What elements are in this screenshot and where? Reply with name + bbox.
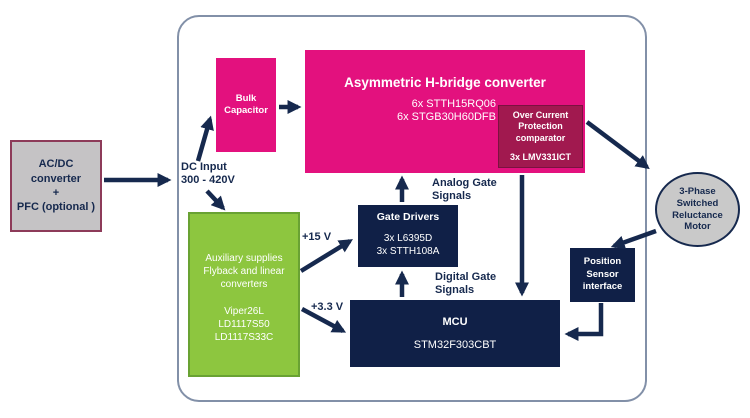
plus33v-label: +3.3 V bbox=[311, 301, 344, 313]
digital-gate-signals-label: Digital Gate Signals bbox=[435, 271, 496, 297]
dc-input-line: 300 - 420V bbox=[181, 173, 235, 186]
ocp-title-line: Over Current bbox=[512, 110, 569, 120]
gate-drivers-parts: 3x L6395D 3x STTH108A bbox=[377, 232, 440, 258]
analog-gate-signals-label: Analog Gate Signals bbox=[432, 177, 497, 203]
ocp-part: 3x LMV331ICT bbox=[509, 152, 572, 162]
mcu-part: STM32F303CBT bbox=[413, 339, 497, 351]
gate-drivers-block: Gate Drivers 3x L6395D 3x STTH108A bbox=[358, 205, 458, 267]
acdc-line: AC/DC bbox=[38, 158, 74, 171]
ocp-title-line: Protection bbox=[518, 121, 563, 132]
position-sensor-line: Position bbox=[583, 256, 622, 268]
motor-line: 3-Phase bbox=[679, 185, 716, 197]
hbridge-part: 6x STGB30H60DFB bbox=[396, 111, 496, 124]
acdc-line: converter bbox=[30, 172, 82, 185]
motor-line: Reluctance bbox=[672, 209, 723, 221]
ocp-title-line: comparator bbox=[515, 132, 566, 143]
bulk-capacitor-block: Bulk Capacitor bbox=[216, 58, 276, 152]
digital-label-line: Signals bbox=[435, 283, 475, 296]
plus15v-label: +15 V bbox=[302, 231, 332, 243]
aux-desc-line: converters bbox=[220, 279, 268, 291]
hbridge-title: Asymmetric H-bridge converter bbox=[344, 75, 546, 90]
hbridge-converter-block: Asymmetric H-bridge converter 6x STTH15R… bbox=[305, 50, 585, 173]
aux-desc-line: Flyback and linear bbox=[203, 266, 285, 278]
motor-line: Switched bbox=[676, 197, 719, 209]
bulk-capacitor-line: Bulk bbox=[235, 92, 257, 104]
aux-part: Viper26L bbox=[224, 305, 264, 317]
hbridge-parts: 6x STTH15RQ06 6x STGB30H60DFB bbox=[305, 98, 496, 125]
aux-parts: Viper26L LD1117S50 LD1117S33C bbox=[215, 305, 274, 345]
aux-desc: Auxiliary supplies Flyback and linear co… bbox=[203, 252, 284, 292]
overcurrent-protection-block: Over Current Protection comparator 3x LM… bbox=[498, 105, 583, 168]
aux-desc-line: Auxiliary supplies bbox=[205, 253, 283, 264]
position-sensor-line: interface bbox=[582, 281, 623, 293]
digital-label-line: Digital Gate bbox=[435, 271, 497, 283]
motor-line: Motor bbox=[684, 221, 711, 233]
mcu-block: MCU STM32F303CBT bbox=[350, 300, 560, 367]
gate-drivers-part: 3x STTH108A bbox=[376, 246, 440, 257]
acdc-line: PFC (optional ) bbox=[16, 201, 96, 214]
analog-label-line: Signals bbox=[432, 189, 472, 202]
acdc-converter-block: AC/DC converter + PFC (optional ) bbox=[10, 140, 102, 232]
gate-drivers-title: Gate Drivers bbox=[376, 211, 440, 223]
gate-drivers-part: 3x L6395D bbox=[383, 233, 433, 244]
acdc-line: + bbox=[52, 187, 60, 199]
dc-input-label: DC Input 300 - 420V bbox=[181, 161, 235, 187]
ocp-title: Over Current Protection comparator bbox=[513, 110, 569, 144]
auxiliary-supplies-block: Auxiliary supplies Flyback and linear co… bbox=[188, 212, 300, 377]
analog-label-line: Analog Gate bbox=[432, 177, 497, 189]
dc-input-line: DC Input bbox=[181, 161, 227, 173]
aux-part: LD1117S50 bbox=[218, 318, 270, 330]
motor-block: 3-Phase Switched Reluctance Motor bbox=[655, 172, 740, 247]
mcu-title: MCU bbox=[442, 316, 468, 328]
hbridge-part: 6x STTH15RQ06 bbox=[411, 98, 496, 110]
bulk-capacitor-line: Capacitor bbox=[224, 105, 268, 116]
position-sensor-line: Sensor bbox=[586, 268, 619, 280]
aux-part: LD1117S33C bbox=[214, 331, 274, 343]
position-sensor-block: Position Sensor interface bbox=[570, 248, 635, 302]
